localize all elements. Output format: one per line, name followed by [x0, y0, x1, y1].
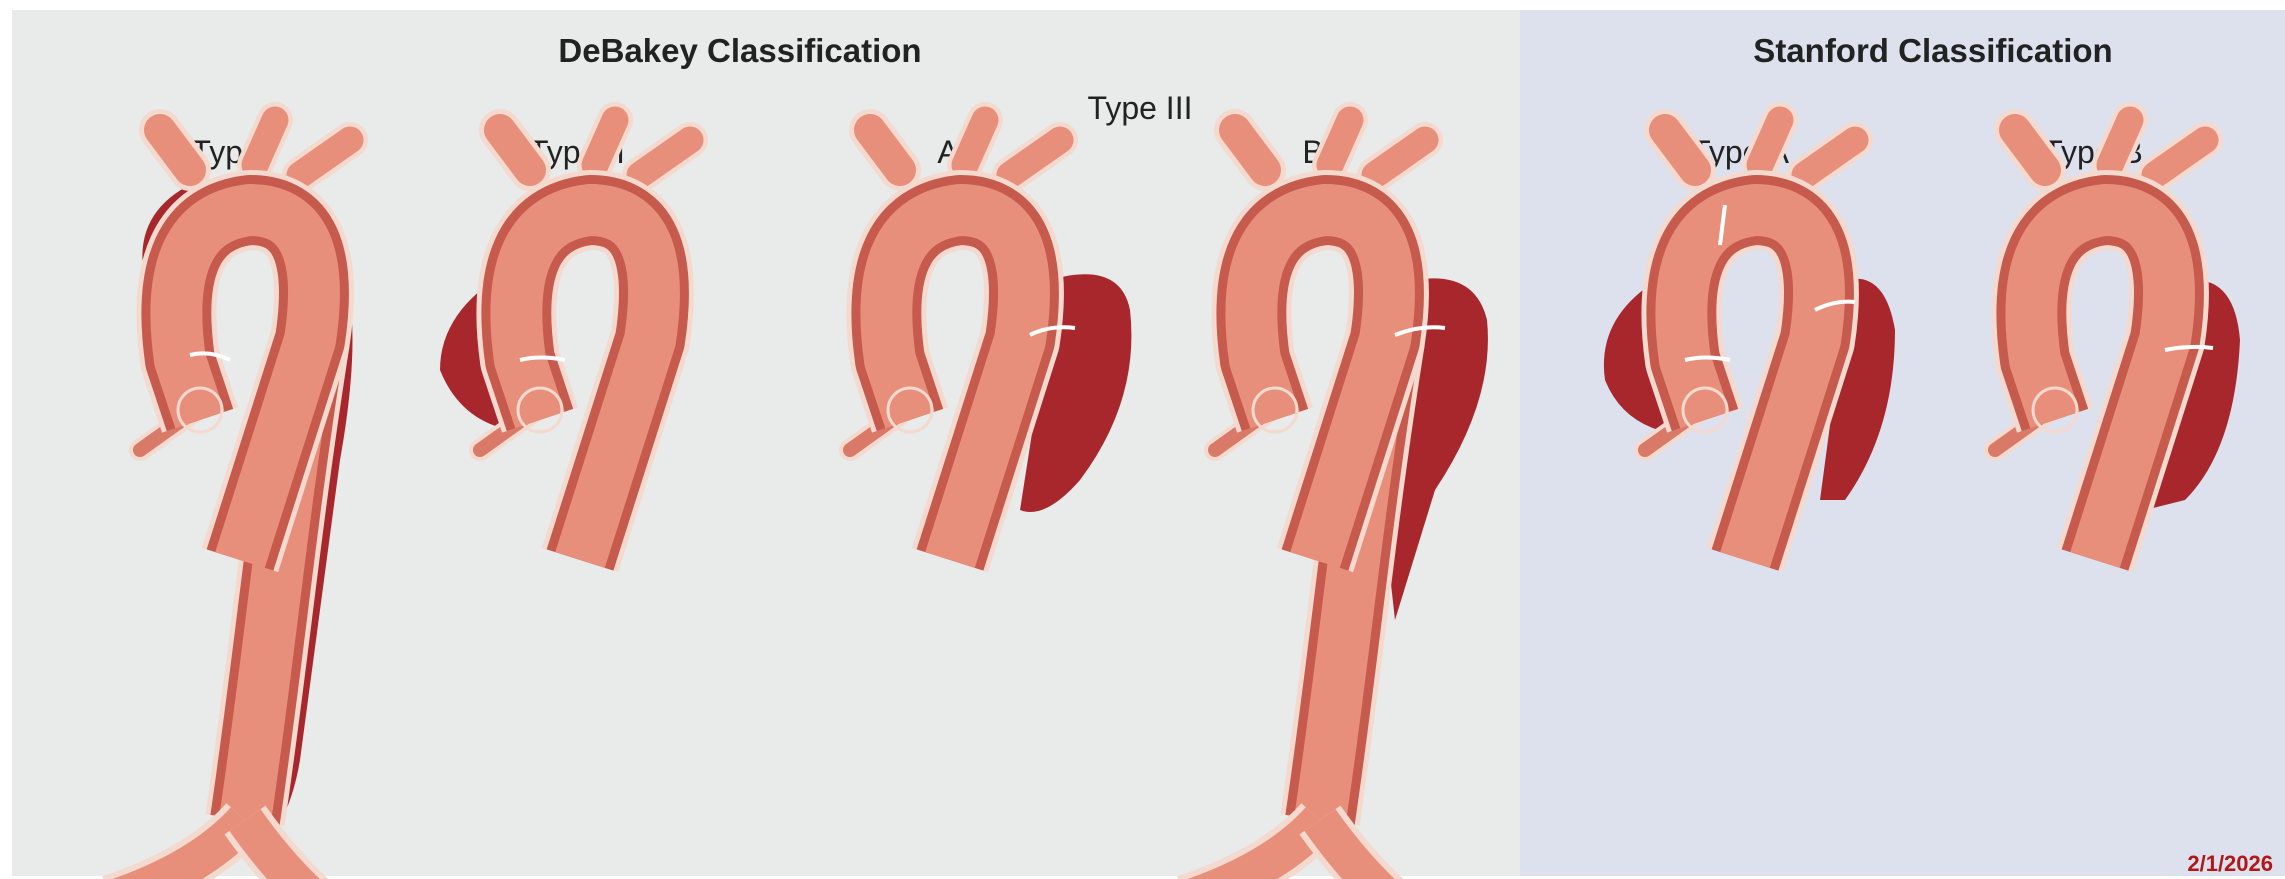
debakey-type-iiib-aorta	[1185, 120, 1488, 879]
debakey-type-iiia-aorta	[850, 120, 1131, 560]
date-stamp: 2/1/2026	[2187, 851, 2273, 877]
debakey-type-i-aorta	[110, 120, 353, 879]
debakey-type-ii-aorta	[440, 120, 690, 560]
stanford-type-a-aorta	[1604, 120, 1895, 560]
stanford-type-b-aorta	[1995, 120, 2240, 560]
